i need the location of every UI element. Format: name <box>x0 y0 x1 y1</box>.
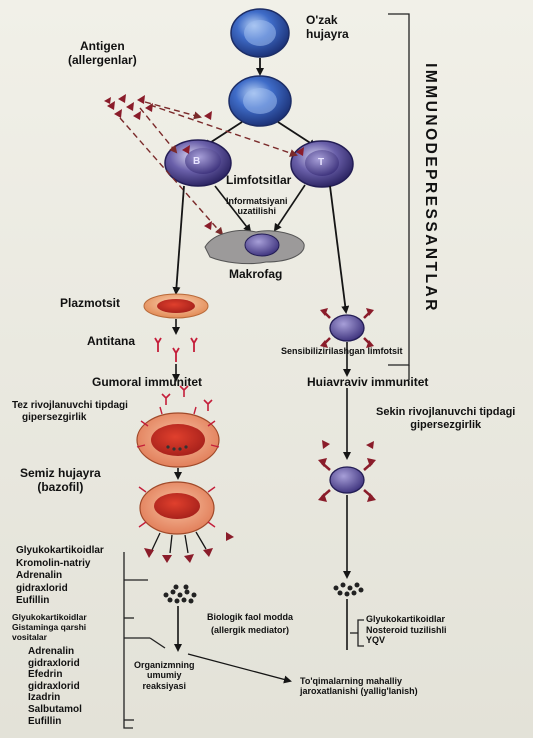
stem-cell-top <box>231 9 289 57</box>
antibodies <box>155 338 197 362</box>
immunodepressant-bracket <box>388 14 409 380</box>
mast-cell-2 <box>139 482 215 534</box>
cellular-immunity-label: Huiavraviv immunitet <box>307 376 428 390</box>
humoral-immunity-label: Gumoral immunitet <box>92 376 202 390</box>
plasma-cell <box>144 294 208 318</box>
b-cell-letter: B <box>193 156 200 168</box>
plasma-cell-label: Plazmotsit <box>60 297 120 311</box>
drug-brackets-left <box>124 552 165 728</box>
sensitized-lymphocyte-label: Sensibilizirilashgan limfotsit <box>281 346 403 356</box>
mediator-dots-left <box>164 585 197 604</box>
drug-bracket-right <box>350 620 364 646</box>
mediator-release <box>144 532 234 563</box>
mast-cell-1 <box>137 407 219 467</box>
t-cell-letter: T <box>318 157 324 169</box>
macrophage-label: Makrofag <box>229 268 282 282</box>
mast-cell-label: Semiz hujayra(bazofil) <box>20 467 101 495</box>
antigen-label: Antigen(allergenlar) <box>68 40 137 68</box>
immunodepressants-label: IMMUNODEPRESSANTLAR <box>411 68 449 308</box>
stem-cell-bottom <box>229 76 291 126</box>
macrophage <box>205 231 304 264</box>
mediator-dots-right <box>334 583 364 597</box>
lymphocytes-label: Limfotsitlar <box>226 174 291 188</box>
antigen-cluster <box>104 94 153 120</box>
antibody-label: Antitana <box>87 335 135 349</box>
biological-mediator-label: Biologik faol modda(allergik mediator) <box>207 612 293 636</box>
